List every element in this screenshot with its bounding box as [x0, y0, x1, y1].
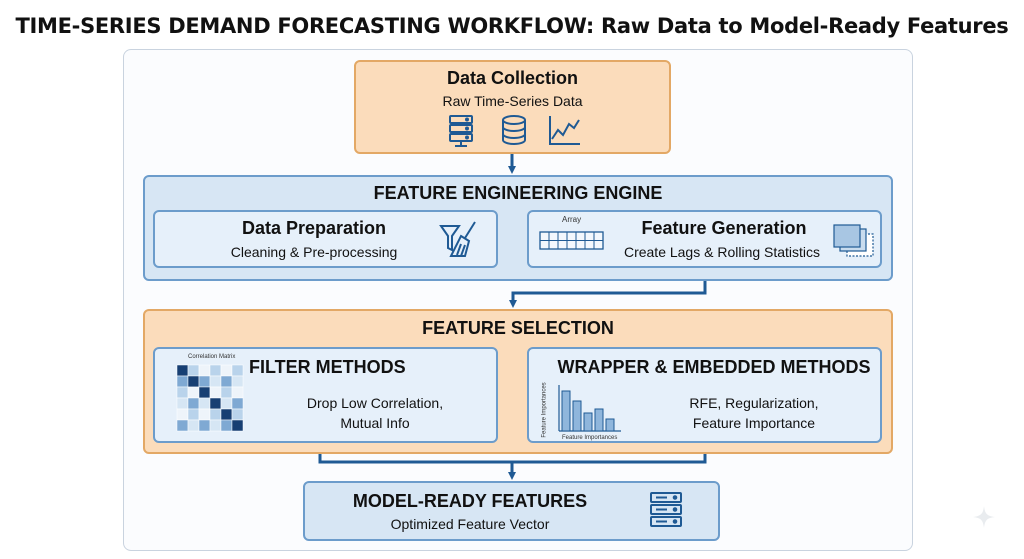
- wrapper-embedded-box: WRAPPER & EMBEDDED METHODS Feature Impor…: [527, 347, 882, 443]
- feature-generation-title: Feature Generation: [641, 218, 807, 238]
- wrapper-line-2: Feature Importance: [692, 415, 816, 431]
- importance-bar-3: [583, 412, 593, 432]
- heatmap-cell: [176, 408, 189, 421]
- stacked-windows-icon: [833, 224, 874, 257]
- importance-bar-5: [605, 418, 615, 432]
- heatmap-cell: [209, 408, 222, 421]
- importance-bar-4: [594, 408, 604, 432]
- array-label: Array: [562, 215, 582, 224]
- heatmap-cell: [176, 397, 189, 410]
- heatmap-cell: [209, 419, 222, 432]
- data-collection-title: Data Collection: [446, 68, 579, 88]
- feature-importance-chart: [558, 385, 621, 432]
- heatmap-cell: [176, 364, 189, 377]
- correlation-matrix-heatmap: [176, 364, 244, 432]
- data-collection-subtitle: Raw Time-Series Data: [442, 93, 583, 109]
- data-preparation-box: Data Preparation Cleaning & Pre-processi…: [153, 210, 498, 268]
- filter-line-1: Drop Low Correlation,: [306, 395, 444, 411]
- heatmap-cell: [198, 397, 211, 410]
- heatmap-cell: [231, 397, 244, 410]
- data-preparation-subtitle: Cleaning & Pre-processing: [230, 244, 398, 260]
- feature-generation-subtitle: Create Lags & Rolling Statistics: [623, 244, 821, 260]
- wrapper-line-1: RFE, Regularization,: [689, 395, 819, 411]
- heatmap-cell: [176, 375, 189, 388]
- wrapper-methods-title: WRAPPER & EMBEDDED METHODS: [557, 357, 871, 377]
- chart-x-label: Feature Importances: [562, 435, 618, 441]
- array-icon: [539, 231, 604, 250]
- heatmap-cell: [220, 375, 233, 388]
- heatmap-cell: [187, 386, 200, 399]
- page-title: TIME-SERIES DEMAND FORECASTING WORKFLOW:…: [15, 14, 1009, 38]
- heatmap-cell: [198, 364, 211, 377]
- data-collection-box: Data Collection Raw Time-Series Data: [354, 60, 671, 154]
- heatmap-cell: [220, 397, 233, 410]
- feature-selection-title: FEATURE SELECTION: [422, 318, 614, 338]
- heatmap-cell: [209, 375, 222, 388]
- heatmap-cell: [176, 419, 189, 432]
- heatmap-cell: [209, 397, 222, 410]
- heatmap-cell: [187, 364, 200, 377]
- heatmap-cell: [231, 364, 244, 377]
- model-ready-features-box: MODEL-READY FEATURES Optimized Feature V…: [303, 481, 720, 541]
- heatmap-cell: [231, 408, 244, 421]
- heatmap-cell: [198, 375, 211, 388]
- filter-line-2: Mutual Info: [340, 415, 410, 431]
- heatmap-cell: [187, 419, 200, 432]
- collection-icons: [449, 115, 580, 147]
- correlation-matrix-title: Correlation Matrix: [188, 354, 236, 360]
- heatmap-cell: [198, 386, 211, 399]
- model-ready-subtitle: Optimized Feature Vector: [390, 516, 550, 532]
- server-icon: [650, 492, 682, 527]
- line-chart-icon: [549, 116, 580, 145]
- heatmap-cell: [220, 419, 233, 432]
- heatmap-cell: [209, 386, 222, 399]
- heatmap-cell: [187, 408, 200, 421]
- engine-title: FEATURE ENGINEERING ENGINE: [373, 183, 663, 203]
- data-preparation-title: Data Preparation: [241, 218, 387, 238]
- heatmap-cell: [198, 419, 211, 432]
- heatmap-cell: [231, 419, 244, 432]
- feature-generation-box: Array Feature Generation Create Lags & R…: [527, 210, 882, 268]
- chart-y-label: Feature Importances: [541, 382, 548, 438]
- heatmap-cell: [231, 375, 244, 388]
- heatmap-cell: [220, 386, 233, 399]
- filter-methods-box: Correlation Matrix FILTER METHODS Drop L…: [153, 347, 498, 443]
- database-icon: [502, 115, 526, 145]
- importance-bar-2: [572, 400, 582, 432]
- model-ready-title: MODEL-READY FEATURES: [352, 491, 588, 511]
- heatmap-cell: [220, 408, 233, 421]
- filter-methods-title: FILTER METHODS: [249, 357, 406, 377]
- heatmap-cell: [187, 375, 200, 388]
- server-icon: [449, 115, 473, 147]
- heatmap-cell: [209, 364, 222, 377]
- heatmap-cell: [198, 408, 211, 421]
- heatmap-cell: [176, 386, 189, 399]
- sparkle-icon: [973, 506, 995, 528]
- heatmap-cell: [220, 364, 233, 377]
- heatmap-cell: [231, 386, 244, 399]
- importance-bar-1: [561, 390, 571, 432]
- heatmap-cell: [187, 397, 200, 410]
- broom-icon: [439, 221, 476, 257]
